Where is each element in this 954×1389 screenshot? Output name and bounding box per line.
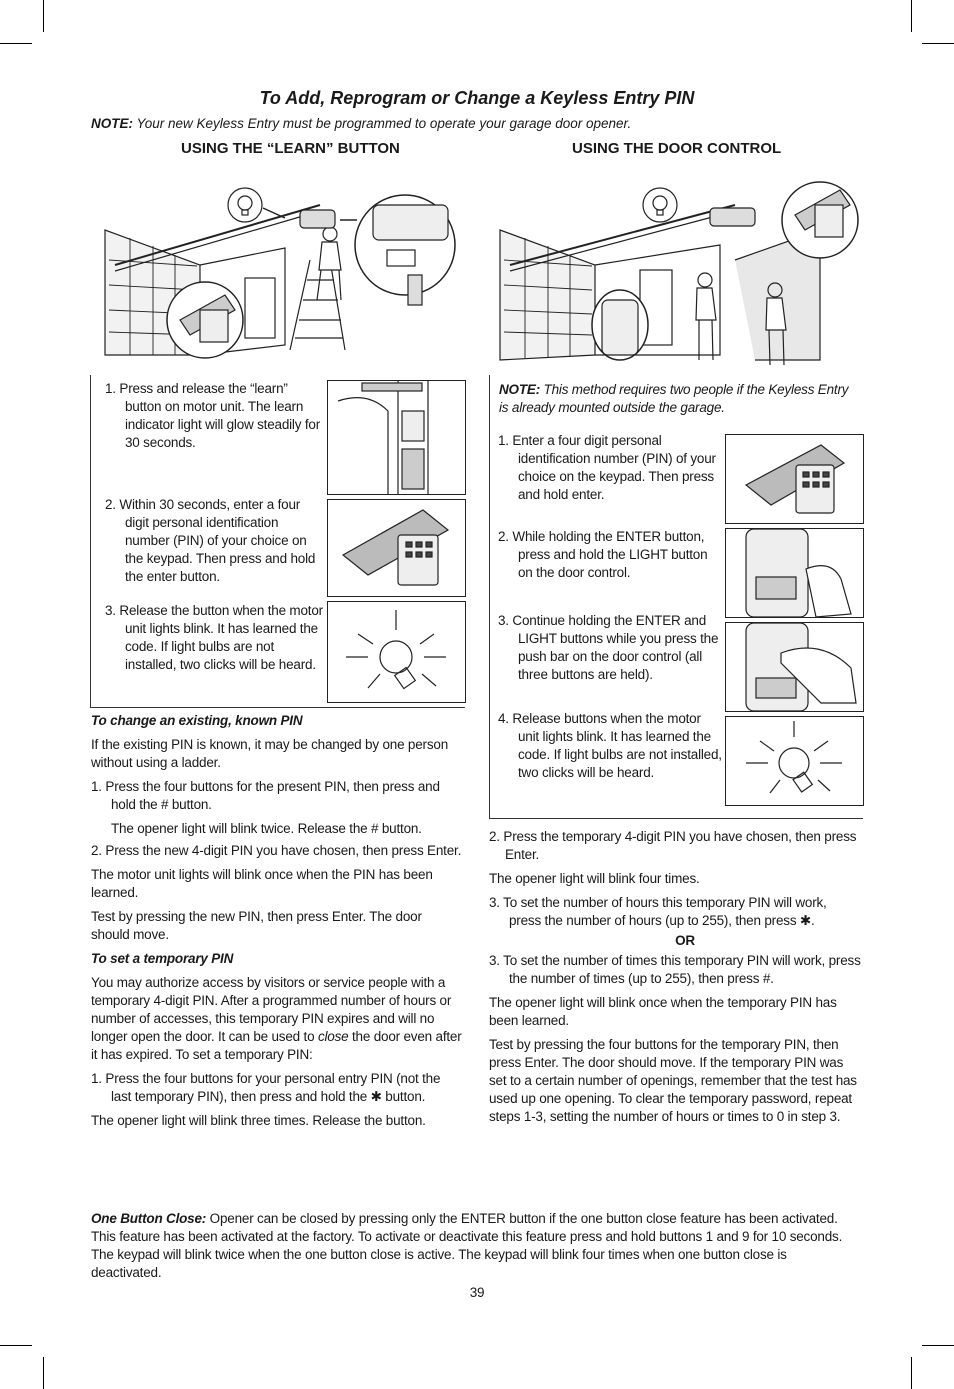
temp-pin-intro-a: You may authorize access by visitors or …: [91, 975, 452, 1044]
door-note-text: This method requires two people if the K…: [499, 382, 849, 415]
door-step-2-text: 2. While holding the ENTER button, press…: [498, 529, 708, 580]
learn-button-illustration: [104, 187, 456, 359]
intro-note: NOTE: Your new Keyless Entry must be pro…: [91, 116, 631, 131]
learn-step-2-text: 2. Within 30 seconds, enter a four digit…: [105, 497, 316, 584]
crop-mark: [43, 1357, 44, 1389]
or-separator: OR: [675, 933, 695, 948]
change-pin-step-1-note: The opener light will blink twice. Relea…: [111, 821, 422, 836]
learn-step-3: 3. Release the button when the motor uni…: [105, 602, 325, 674]
left-column-heading: USING THE “LEARN” BUTTON: [181, 140, 400, 157]
crop-mark: [43, 0, 44, 32]
page-number: 39: [469, 1285, 485, 1300]
temp-pin-intro: You may authorize access by visitors or …: [91, 974, 463, 1064]
crop-mark: [0, 1345, 32, 1346]
temp-pin-step-3-times: 3. To set the number of times this tempo…: [489, 953, 861, 986]
page-title: To Add, Reprogram or Change a Keyless En…: [259, 88, 695, 108]
motor-unit-learn-button-figure: [327, 380, 466, 495]
door-control-illustration: [499, 181, 859, 366]
door-step-1-text: 1. Enter a four digit personal identific…: [498, 433, 716, 502]
one-button-close-paragraph: One Button Close: Opener can be closed b…: [91, 1210, 851, 1282]
temp-pin-heading: To set a temporary PIN: [91, 951, 234, 966]
door-step-1: 1. Enter a four digit personal identific…: [498, 432, 723, 504]
temp-pin-intro-close: close: [317, 1029, 349, 1044]
door-note-label: NOTE:: [499, 382, 540, 397]
keypad-figure-left: [327, 499, 466, 597]
change-pin-step-2: 2. Press the new 4-digit PIN you have ch…: [91, 843, 462, 858]
right-column-text: 2. Press the temporary 4-digit PIN you h…: [489, 828, 861, 1126]
note-label: NOTE:: [91, 116, 133, 131]
change-pin-heading: To change an existing, known PIN: [91, 713, 303, 728]
crop-mark: [922, 1345, 954, 1346]
one-button-close-label: One Button Close:: [91, 1211, 207, 1226]
temp-pin-blink-four: The opener light will blink four times.: [489, 871, 700, 886]
temp-pin-blink-once: The opener light will blink once when th…: [489, 995, 837, 1028]
door-step-4-text: 4. Release buttons when the motor unit l…: [498, 711, 722, 780]
door-step-3: 3. Continue holding the ENTER and LIGHT …: [498, 612, 723, 684]
light-bulb-icon-right: [725, 716, 864, 806]
learn-step-1-text: 1. Press and release the “learn” button …: [105, 381, 320, 450]
temp-pin-step-3-hours: 3. To set the number of hours this tempo…: [489, 895, 827, 928]
door-control-light-button-figure: [725, 528, 864, 618]
door-step-3-text: 3. Continue holding the ENTER and LIGHT …: [498, 613, 719, 682]
crop-mark: [911, 0, 912, 32]
keypad-figure-right: [725, 434, 864, 524]
learn-step-1: 1. Press and release the “learn” button …: [105, 380, 323, 452]
note-text: Your new Keyless Entry must be programme…: [133, 116, 632, 131]
temp-pin-test: Test by pressing the four buttons for th…: [489, 1037, 857, 1124]
temp-pin-intro-b: the door even after it has expired. To s…: [91, 1029, 462, 1062]
temp-pin-step-2: 2. Press the temporary 4-digit PIN you h…: [489, 829, 857, 862]
crop-mark: [911, 1357, 912, 1389]
learn-steps-box: [90, 375, 465, 708]
crop-mark: [0, 43, 32, 44]
door-steps-box: [489, 375, 863, 819]
door-control-push-bar-figure: [725, 622, 864, 712]
door-step-4: 4. Release buttons when the motor unit l…: [498, 710, 723, 782]
change-pin-lights-blink: The motor unit lights will blink once wh…: [91, 867, 433, 900]
light-bulb-icon: [327, 601, 466, 703]
one-button-close-text: Opener can be closed by pressing only th…: [91, 1211, 843, 1280]
temp-pin-step-1: 1. Press the four buttons for your perso…: [91, 1071, 441, 1104]
door-control-note: NOTE: This method requires two people if…: [499, 381, 854, 417]
left-column-text: To change an existing, known PIN If the …: [91, 712, 463, 1130]
change-pin-test: Test by pressing the new PIN, then press…: [91, 909, 422, 942]
change-pin-step-1: 1. Press the four buttons for the presen…: [91, 779, 440, 812]
learn-step-3-text: 3. Release the button when the motor uni…: [105, 603, 323, 672]
change-pin-intro: If the existing PIN is known, it may be …: [91, 737, 449, 770]
learn-step-2: 2. Within 30 seconds, enter a four digit…: [105, 496, 323, 586]
right-column-heading: USING THE DOOR CONTROL: [572, 140, 782, 157]
crop-mark: [922, 43, 954, 44]
temp-pin-blink-three: The opener light will blink three times.…: [91, 1113, 426, 1128]
door-step-2: 2. While holding the ENTER button, press…: [498, 528, 723, 582]
